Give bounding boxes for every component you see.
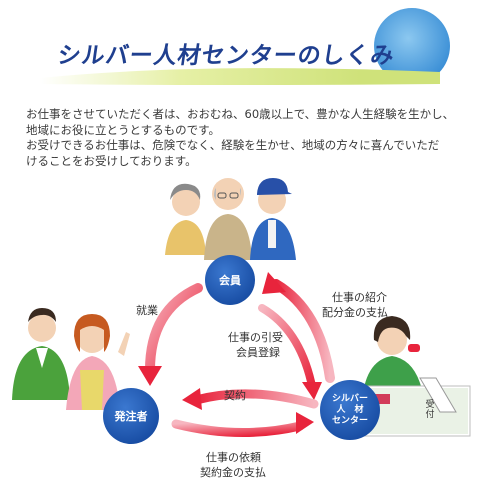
- arrow-contract: [191, 389, 319, 409]
- intro-line: お受けできるお仕事は、危険でなく、経験を生かせ、地域の方々に喜んでいただ: [26, 138, 440, 152]
- center-node-label-2: 人 材: [336, 404, 364, 415]
- diagram-art: [12, 178, 471, 437]
- client-node: 発注者: [103, 388, 159, 444]
- arrow-member-to-center: [258, 304, 316, 390]
- label-shugyo: 就業: [136, 304, 158, 317]
- label-shigoto-shokai: 仕事の紹介: [332, 291, 387, 304]
- members-illustration: [165, 178, 296, 260]
- label-haibunkin: 配分金の支払: [322, 306, 388, 319]
- intro-line: 地域にお役に立とうとするものです。: [26, 122, 221, 137]
- center-node-label-1: シルバー: [331, 393, 368, 404]
- label-keiyaku: 契約: [224, 389, 246, 402]
- arrow-request: [171, 419, 305, 437]
- desk-sign: 受付: [425, 400, 435, 420]
- member-node: 会員: [205, 255, 255, 305]
- arrow-member-to-client: [145, 283, 203, 375]
- center-illustration: [359, 316, 471, 437]
- center-node: シルバー 人 材 センター: [320, 380, 380, 440]
- title-banner: [40, 8, 450, 85]
- client-node-label: 発注者: [114, 410, 148, 423]
- page-title: シルバー人材センターのしくみ: [55, 43, 397, 69]
- intro-line: けることをお受けしております。: [26, 153, 197, 168]
- label-keiyakukin: 契約金の支払: [200, 466, 266, 479]
- banner-swoosh: [40, 68, 440, 85]
- label-shigoto-hikiuke: 仕事の引受: [228, 331, 283, 344]
- banner-circle: [374, 8, 450, 84]
- label-kaiin-toroku: 会員登録: [236, 346, 280, 359]
- intro-line: お仕事をさせていただく者は、おおむね、60歳以上で、豊かな人生経験を生かし、: [26, 107, 455, 121]
- intro-text: お仕事をさせていただく者は、おおむね、60歳以上で、豊かな人生経験を生かし、 地…: [26, 107, 466, 169]
- client-illustration: [12, 308, 130, 410]
- label-shigoto-irai: 仕事の依頼: [206, 451, 261, 464]
- flow-diagram: 会員 発注者 シルバー 人 材 センター 就業 仕事の引受 会員登録 仕事の紹介…: [0, 160, 480, 483]
- member-node-label: 会員: [219, 274, 241, 287]
- arrow-center-to-member: [271, 279, 335, 383]
- center-node-label-3: センター: [331, 415, 368, 426]
